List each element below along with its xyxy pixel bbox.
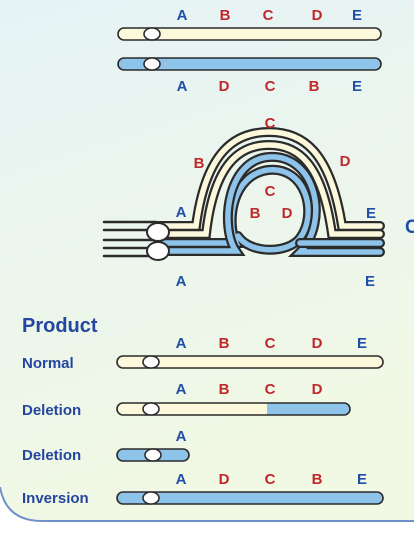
product-gene-label: A bbox=[176, 381, 187, 398]
product-row-name: Normal bbox=[22, 355, 74, 372]
product-row-name: Deletion bbox=[22, 447, 81, 464]
product-row-normal: Normal A B C D E bbox=[22, 335, 384, 372]
top-normal-label: A bbox=[177, 7, 188, 24]
product-gene-label: D bbox=[219, 471, 230, 488]
top-normal-label: E bbox=[352, 7, 362, 24]
inverted-chromosome-body bbox=[117, 57, 382, 71]
product-gene-label: D bbox=[312, 335, 323, 352]
loop-outer-label: C bbox=[265, 115, 276, 132]
product-centromere bbox=[142, 491, 160, 505]
product-gene-label: B bbox=[312, 471, 323, 488]
loop-outer-label: B bbox=[194, 155, 205, 172]
product-centromere bbox=[142, 355, 160, 369]
product-heading: Product bbox=[22, 315, 98, 337]
top-inverted-label: B bbox=[309, 78, 320, 95]
top-normal-label: B bbox=[220, 7, 231, 24]
product-row-name: Deletion bbox=[22, 402, 81, 419]
loop-centromere-bottom bbox=[146, 241, 170, 261]
loop-inner-label: B bbox=[250, 205, 261, 222]
outer-loop-strand bbox=[155, 129, 383, 229]
product-row-deletion: Deletion A B C D bbox=[22, 381, 351, 419]
loop-left-ends bbox=[102, 220, 158, 258]
loop-inner-label: C bbox=[265, 183, 276, 200]
product-centromere bbox=[142, 402, 160, 416]
product-chromosome-body bbox=[116, 355, 384, 369]
product-gene-label: B bbox=[219, 335, 230, 352]
product-centromere bbox=[144, 448, 162, 462]
product-row-name: Inversion bbox=[22, 490, 89, 507]
product-chromosome-body bbox=[116, 491, 384, 505]
top-inverted-label: D bbox=[219, 78, 230, 95]
background-panel bbox=[0, 0, 414, 521]
loop-lower-label: E bbox=[365, 273, 375, 290]
product-gene-label: C bbox=[265, 471, 276, 488]
inversion-loop bbox=[102, 126, 385, 261]
loop-centromere-top bbox=[146, 222, 170, 242]
inverted-centromere bbox=[143, 57, 161, 71]
loop-outer-label: A bbox=[176, 204, 187, 221]
product-chromosome-outline bbox=[116, 402, 351, 416]
normal-centromere bbox=[143, 27, 161, 41]
product-row-inversion: Inversion A D C B E bbox=[22, 471, 384, 507]
top-inverted-label: E bbox=[352, 78, 362, 95]
top-normal-label: D bbox=[312, 7, 323, 24]
top-inverted-label: A bbox=[177, 78, 188, 95]
top-inverted-label: C bbox=[265, 78, 276, 95]
product-chromosome-body bbox=[117, 403, 267, 415]
product-gene-label: B bbox=[219, 381, 230, 398]
product-gene-label: A bbox=[176, 335, 187, 352]
product-gene-label: A bbox=[176, 428, 187, 445]
outer-loop-strand bbox=[155, 142, 383, 237]
top-pair: A B C D E A D C B E bbox=[117, 7, 382, 95]
panel-border bbox=[0, 486, 414, 522]
product-gene-label: D bbox=[312, 381, 323, 398]
product-gene-label: A bbox=[176, 471, 187, 488]
loop-outer-label: D bbox=[340, 153, 351, 170]
product-gene-label: E bbox=[357, 335, 367, 352]
inner-coil-strand bbox=[155, 154, 383, 255]
product-gene-label: C bbox=[265, 381, 276, 398]
product-gene-label: C bbox=[265, 335, 276, 352]
product-row-deletion-short: Deletion A bbox=[22, 428, 190, 464]
product-gene-label: E bbox=[357, 471, 367, 488]
product-chromosome-blue-part bbox=[267, 403, 350, 415]
top-normal-label: C bbox=[263, 7, 274, 24]
normal-chromosome-body bbox=[117, 27, 382, 41]
loop-outer-label: E bbox=[366, 205, 376, 222]
loop-lower-label: A bbox=[176, 273, 187, 290]
edge-fragment-label: C bbox=[405, 217, 414, 238]
loop-inner-label: D bbox=[282, 205, 293, 222]
